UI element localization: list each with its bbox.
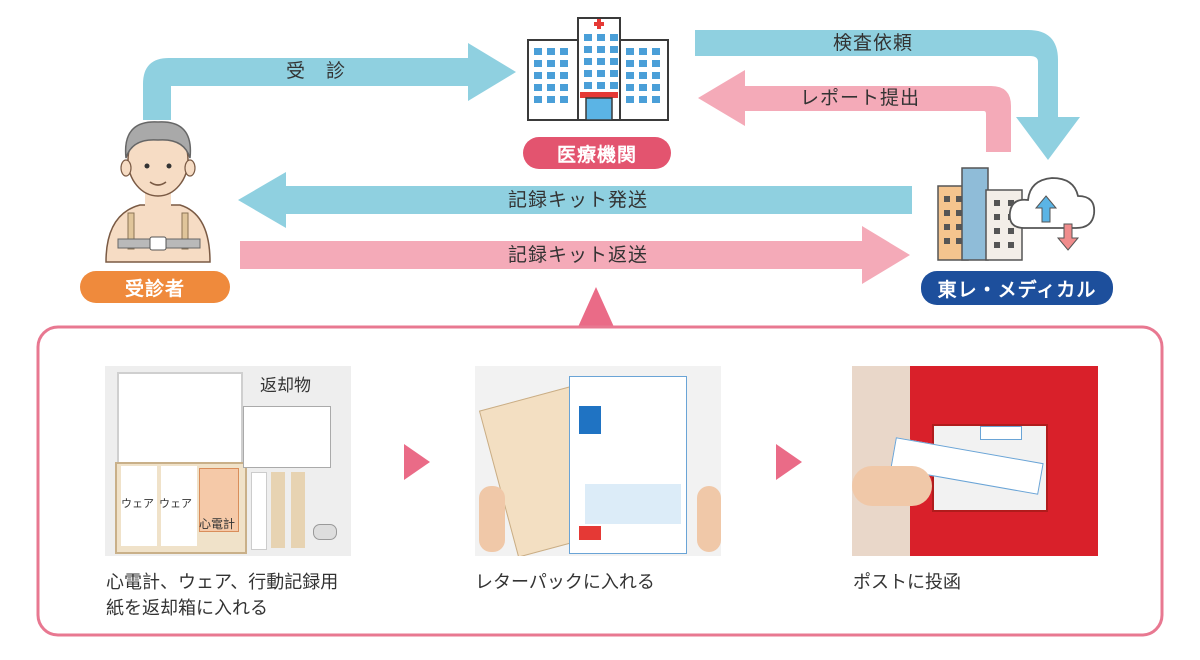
hospital-window	[547, 60, 555, 67]
step1-caption-line1: 心電計、ウェア、行動記録用	[106, 572, 339, 593]
hospital-window	[560, 96, 568, 103]
hospital-icon	[527, 17, 669, 121]
hospital-window	[610, 34, 618, 41]
step2-caption: レターパックに入れる	[475, 572, 655, 593]
step1-caption: 心電計、ウェア、行動記録用 紙を返却箱に入れる	[106, 570, 338, 622]
hospital-window	[639, 84, 647, 91]
hospital-window	[547, 96, 555, 103]
hospital-window	[652, 72, 660, 79]
wear-label-1: ウェア	[121, 497, 154, 510]
hospital-window	[584, 58, 592, 65]
hospital-window	[560, 72, 568, 79]
hospital-window	[652, 96, 660, 103]
step-chevron-2	[776, 444, 802, 480]
step3-caption: ポストに投函	[853, 572, 961, 593]
hospital-window	[584, 82, 592, 89]
company-building-icon	[937, 167, 1023, 261]
hospital-window	[597, 46, 605, 53]
hospital-window	[534, 72, 542, 79]
hospital-window	[626, 84, 634, 91]
hospital-window	[626, 60, 634, 67]
patient-illustration	[105, 121, 211, 263]
wear-label-2: ウェア	[159, 497, 192, 510]
report-submit-label: レポート提出	[800, 87, 921, 109]
letterpack-photo	[475, 366, 721, 556]
ecg-device-label: 心電計	[199, 517, 236, 531]
hospital-window	[597, 58, 605, 65]
hospital-window	[584, 70, 592, 77]
step1-caption-line2: 紙を返却箱に入れる	[106, 598, 268, 619]
report-arrow	[698, 70, 1011, 152]
hospital-window	[560, 84, 568, 91]
hospital-window	[626, 48, 634, 55]
hospital-window	[534, 84, 542, 91]
return-box-photo: 返却物 ウェア ウェア 心電計	[105, 366, 351, 556]
hospital-window	[584, 46, 592, 53]
hospital-window	[560, 48, 568, 55]
hospital-window	[597, 34, 605, 41]
patient-label-pill: 受診者	[80, 271, 230, 303]
hospital-window	[610, 58, 618, 65]
return-items-heading: 返却物	[260, 376, 311, 396]
hospital-window	[652, 84, 660, 91]
hospital-window	[547, 72, 555, 79]
hospital-window	[626, 96, 634, 103]
hospital-window	[547, 84, 555, 91]
kit-return-arrow	[240, 226, 910, 284]
hospital-window	[639, 48, 647, 55]
hospital-label-pill: 医療機関	[523, 137, 671, 169]
hospital-window	[597, 82, 605, 89]
hospital-window	[584, 34, 592, 41]
panel-pointer	[578, 287, 614, 327]
hospital-window	[652, 60, 660, 67]
consult-label: 受 診	[286, 60, 347, 82]
hospital-window	[597, 70, 605, 77]
hospital-window	[652, 48, 660, 55]
hospital-window	[639, 96, 647, 103]
test-request-label: 検査依頼	[833, 32, 914, 54]
hospital-window	[639, 60, 647, 67]
cloud-sync-icon	[1008, 177, 1096, 251]
consult-arrow	[143, 43, 516, 120]
hospital-window	[547, 48, 555, 55]
hospital-window	[534, 96, 542, 103]
hospital-window	[610, 70, 618, 77]
hospital-window	[610, 82, 618, 89]
hospital-window	[560, 60, 568, 67]
hospital-window	[610, 46, 618, 53]
hospital-window	[626, 72, 634, 79]
hospital-window	[639, 72, 647, 79]
step-chevron-1	[404, 444, 430, 480]
postbox-photo	[852, 366, 1098, 556]
test-request-arrow	[695, 30, 1080, 160]
kit-return-label: 記録キット返送	[508, 244, 649, 266]
hospital-window	[534, 60, 542, 67]
kit-send-arrow	[238, 172, 912, 228]
hospital-window	[534, 48, 542, 55]
kit-send-label: 記録キット発送	[508, 189, 649, 211]
company-label-pill: 東レ・メディカル	[921, 271, 1113, 305]
